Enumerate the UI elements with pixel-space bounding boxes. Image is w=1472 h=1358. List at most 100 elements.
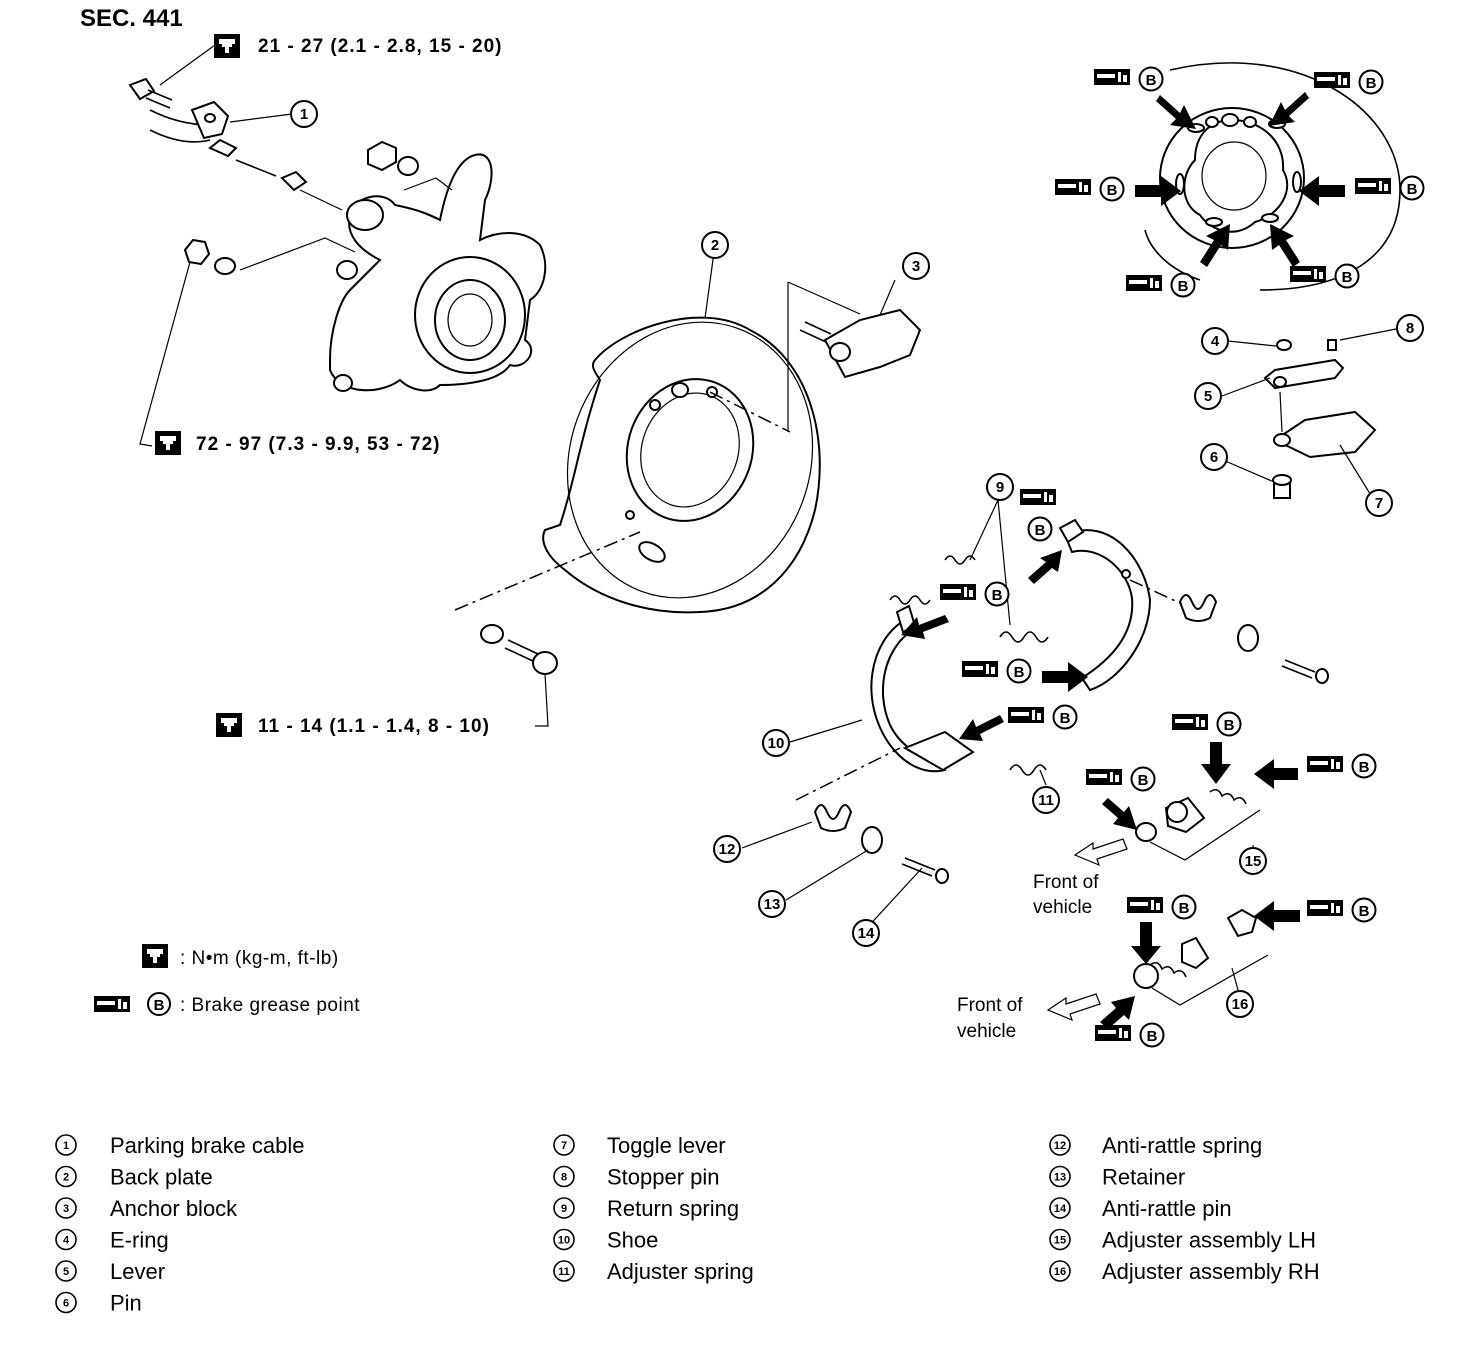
grease-point-marker: B <box>1055 176 1125 202</box>
callout-number: 15 <box>1245 853 1262 870</box>
shoe-assembly-drawing <box>741 499 1329 931</box>
grease-b-letter: B <box>1147 1028 1158 1045</box>
torque-spec-2: 72 - 97 (7.3 - 9.9, 53 - 72) <box>155 431 441 455</box>
grease-point-marker: B <box>1307 753 1377 779</box>
part-number-circle <box>1049 1228 1071 1251</box>
lever-assembly-drawing <box>1215 328 1397 499</box>
grease-point-marker: B <box>1086 766 1156 792</box>
torque-spec-label: 21 - 27 (2.1 - 2.8, 15 - 20) <box>258 36 503 57</box>
grease-b-letter: B <box>1014 664 1025 681</box>
grease-icon <box>1095 1025 1131 1041</box>
grease-b-circle <box>1139 1022 1165 1048</box>
part-list-item: 16 Adjuster assembly RH <box>1049 1259 1320 1284</box>
grease-b-letter: B <box>1407 181 1418 198</box>
grease-b-circle <box>1399 175 1425 201</box>
grease-b-letter: B <box>992 587 1003 604</box>
callout-number: 1 <box>300 106 308 123</box>
key-torque-units: : N•m (kg-m, ft-lb) <box>180 948 339 969</box>
part-number: 5 <box>63 1266 69 1278</box>
part-name: Anti-rattle spring <box>1102 1133 1262 1158</box>
part-name: Anti-rattle pin <box>1102 1196 1232 1221</box>
grease-icon <box>1055 179 1091 195</box>
grease-b-circle <box>1216 711 1242 737</box>
callout-6: 6 <box>1200 443 1228 471</box>
torque-wrench-icon <box>214 34 240 58</box>
part-number-circle <box>553 1197 575 1219</box>
part-number: 1 <box>63 1140 69 1152</box>
torque-wrench-icon <box>155 431 181 455</box>
part-name: Lever <box>110 1259 165 1284</box>
grease-b-circle <box>1358 69 1384 95</box>
part-name: Adjuster spring <box>607 1259 754 1284</box>
front-of-vehicle-lh: Front of vehicle <box>1033 838 1128 918</box>
grease-point-marker: B <box>1307 897 1377 923</box>
part-number-circle <box>553 1165 575 1188</box>
part-number-circle <box>55 1291 77 1314</box>
adjuster-rh-drawing <box>1133 908 1269 1006</box>
grease-b-letter: B <box>1224 717 1235 734</box>
grease-icon <box>1126 275 1162 291</box>
part-number-circle <box>55 1197 77 1219</box>
callout-number: 7 <box>1375 495 1383 512</box>
part-number-circle <box>553 1260 575 1282</box>
front-label-line2: vehicle <box>957 1021 1016 1042</box>
grease-b-letter: B <box>1138 772 1149 789</box>
callout-16: 16 <box>1226 990 1254 1018</box>
grease-b-letter: B <box>154 997 165 1014</box>
grease-b-circle <box>1052 704 1078 730</box>
part-number-circle <box>55 1228 77 1251</box>
part-number-circle <box>553 1228 575 1251</box>
grease-arrows <box>901 550 1300 1029</box>
torque-wrench-icon <box>216 713 242 737</box>
callout-number: 12 <box>719 841 736 858</box>
callout-12: 12 <box>713 835 741 863</box>
grease-point-marker: B <box>1355 175 1425 201</box>
callout-number: 6 <box>1210 449 1218 466</box>
grease-point-marker: B <box>1095 1022 1165 1048</box>
grease-icon <box>1172 714 1208 730</box>
anchor-block-drawing <box>787 279 922 432</box>
callout-15: 15 <box>1239 847 1267 875</box>
torque-spec-label: 72 - 97 (7.3 - 9.9, 53 - 72) <box>196 434 441 455</box>
part-name: Back plate <box>110 1165 213 1190</box>
grease-icon <box>1008 707 1044 723</box>
grease-icon <box>940 584 976 600</box>
callout-number: 2 <box>711 237 719 254</box>
part-number: 3 <box>63 1203 69 1215</box>
part-name: E-ring <box>110 1228 169 1253</box>
plate-bolt-drawing <box>480 624 558 727</box>
callout-1: 1 <box>290 100 318 128</box>
part-name: Retainer <box>1102 1165 1185 1190</box>
grease-b-circle <box>1130 766 1156 792</box>
part-name: Shoe <box>607 1228 658 1253</box>
callout-5: 5 <box>1194 382 1222 410</box>
part-number-circle <box>1049 1134 1071 1156</box>
back-plate-drawing <box>454 244 821 614</box>
part-number: 16 <box>1054 1266 1066 1278</box>
grease-icon <box>1020 489 1056 505</box>
grease-point-marker: B <box>940 581 1010 607</box>
adjuster-lh-drawing <box>1135 788 1261 861</box>
part-name: Pin <box>110 1291 142 1316</box>
grease-b-circle <box>1170 272 1196 298</box>
part-name: Adjuster assembly RH <box>1102 1259 1320 1284</box>
callout-number: 11 <box>1038 792 1054 809</box>
part-number-circle <box>55 1165 77 1188</box>
part-number: 7 <box>561 1140 567 1152</box>
front-of-vehicle-rh: Front of vehicle <box>957 993 1101 1042</box>
grease-icon <box>962 661 998 677</box>
grease-b-letter: B <box>1146 72 1157 89</box>
part-name: Toggle lever <box>607 1133 726 1158</box>
callout-number: 5 <box>1204 388 1212 405</box>
part-list-item: 7 Toggle lever <box>553 1133 726 1158</box>
callout-11: 11 <box>1032 786 1060 814</box>
grease-b-letter: B <box>1359 759 1370 776</box>
part-number-circle <box>553 1134 575 1156</box>
callout-2: 2 <box>701 231 729 259</box>
